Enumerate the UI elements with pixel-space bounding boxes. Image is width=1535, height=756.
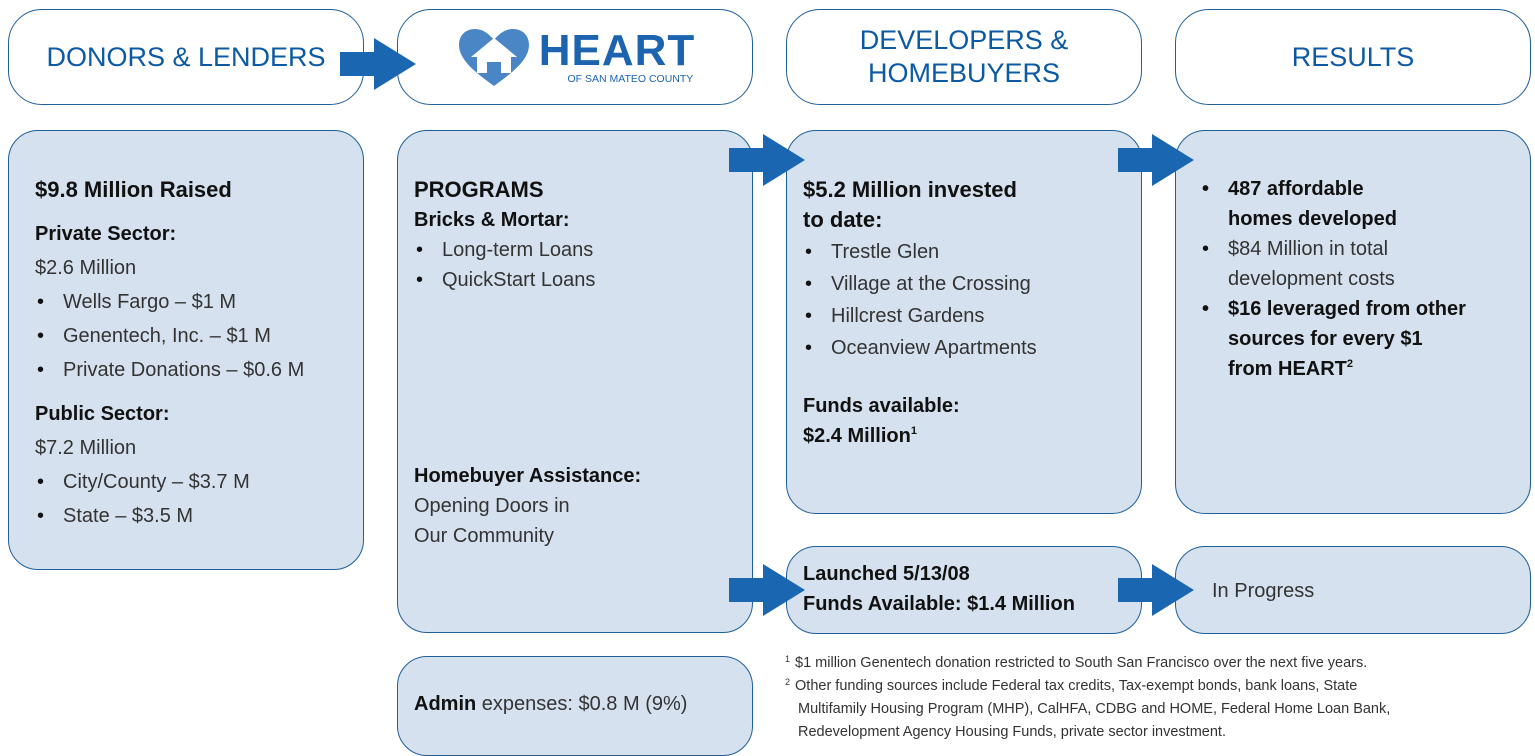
arrow-right-icon — [340, 38, 416, 90]
result-leverage-line2: sources for every $1 — [1228, 328, 1423, 350]
in-progress-box: In Progress — [1175, 546, 1531, 634]
in-progress-text: In Progress — [1212, 580, 1315, 602]
footnote-2-line3: Redevelopment Agency Housing Funds, priv… — [798, 724, 1226, 740]
list-item: Hillcrest Gardens — [803, 301, 1141, 331]
admin-box: Admin expenses: $0.8 M (9%) — [397, 656, 753, 756]
result-costs-line2: development costs — [1228, 268, 1395, 290]
logo-subtitle: OF SAN MATEO COUNTY — [567, 73, 694, 85]
list-item: Long-term Loans — [414, 235, 752, 265]
heart-logo-header: HEART OF SAN MATEO COUNTY — [397, 9, 753, 105]
results-title: RESULTS — [1291, 41, 1415, 72]
footnote-1-mark: 1 — [785, 654, 791, 664]
launched-date: Launched 5/13/08 — [803, 563, 970, 585]
result-homes-line1: 487 affordable — [1228, 178, 1364, 200]
donors-box: $9.8 Million Raised Private Sector: $2.6… — [8, 130, 364, 570]
developers-title-line2: HOMEBUYERS — [867, 58, 1061, 88]
arrow-right-icon — [1118, 134, 1194, 186]
list-item: Private Donations – $0.6 M — [35, 355, 363, 385]
list-item: Wells Fargo – $1 M — [35, 287, 363, 317]
footnote-ref-1: 1 — [910, 425, 917, 437]
list-item: Village at the Crossing — [803, 269, 1141, 299]
result-costs-line1: $84 Million in total — [1228, 238, 1389, 260]
result-homes-line2: homes developed — [1228, 208, 1397, 230]
heart-house-icon — [458, 29, 529, 86]
results-box: 487 affordable homes developed $84 Milli… — [1175, 130, 1531, 514]
list-item: QuickStart Loans — [414, 265, 752, 295]
projects-list: Trestle Glen Village at the Crossing Hil… — [803, 237, 1141, 363]
launched-box: Launched 5/13/08 Funds Available: $1.4 M… — [786, 546, 1142, 634]
homebuyer-program-line1: Opening Doors in — [414, 495, 570, 517]
invested-title-line2: to date: — [803, 207, 883, 232]
footnote-2-line1: Other funding sources include Federal ta… — [795, 678, 1358, 694]
private-sector-list: Wells Fargo – $1 M Genentech, Inc. – $1 … — [35, 287, 363, 385]
programs-box: PROGRAMS Bricks & Mortar: Long-term Loan… — [397, 130, 753, 633]
footnote-1-text: $1 million Genentech donation restricted… — [795, 655, 1368, 671]
result-leverage-line3: from HEART2 — [1228, 354, 1530, 384]
private-sector-heading: Private Sector: — [35, 223, 177, 245]
list-item: City/County – $3.7 M — [35, 467, 363, 497]
list-item: Genentech, Inc. – $1 M — [35, 321, 363, 351]
homebuyer-program-line2: Our Community — [414, 525, 555, 547]
programs-title: PROGRAMS — [414, 177, 544, 202]
footnote-2-line2: Multifamily Housing Program (MHP), CalHF… — [798, 701, 1391, 717]
donors-total: $9.8 Million Raised — [35, 177, 232, 202]
result-leverage: $16 leveraged from other sources for eve… — [1200, 294, 1530, 384]
donors-lenders-header: DONORS & LENDERS — [8, 9, 364, 105]
footnote-2: 2 Other funding sources include Federal t… — [785, 675, 1535, 744]
result-leverage-line1: $16 leveraged from other — [1228, 298, 1466, 320]
public-sector-heading: Public Sector: — [35, 403, 170, 425]
launched-funds: Funds Available: $1.4 Million — [803, 593, 1075, 615]
footnote-1: 1 $1 million Genentech donation restricte… — [785, 652, 1535, 675]
heart-logo: HEART OF SAN MATEO COUNTY — [455, 26, 696, 88]
list-item: Trestle Glen — [803, 237, 1141, 267]
donors-lenders-title: DONORS & LENDERS — [46, 41, 326, 72]
invested-box: $5.2 Million invested to date: Trestle G… — [786, 130, 1142, 514]
result-costs: $84 Million in total development costs — [1200, 234, 1530, 294]
footnote-ref-2: 2 — [1346, 358, 1354, 370]
arrow-right-icon — [729, 134, 805, 186]
footnote-2-mark: 2 — [785, 677, 791, 687]
public-sector-total: $7.2 Million — [35, 437, 137, 459]
funds-available-value: $2.4 Million1 — [803, 421, 1141, 451]
result-leverage-text: from HEART — [1228, 358, 1347, 380]
bricks-mortar-list: Long-term Loans QuickStart Loans — [414, 235, 752, 295]
results-header: RESULTS — [1175, 9, 1531, 105]
logo-wordmark: HEART — [538, 26, 696, 75]
admin-expenses-text: expenses: $0.8 M (9%) — [476, 693, 688, 715]
public-sector-list: City/County – $3.7 M State – $3.5 M — [35, 467, 363, 531]
invested-title-line1: $5.2 Million invested — [803, 177, 1017, 202]
developers-title-line1: DEVELOPERS & — [859, 25, 1069, 55]
private-sector-total: $2.6 Million — [35, 257, 137, 279]
arrow-right-icon — [729, 564, 805, 616]
result-homes: 487 affordable homes developed — [1200, 174, 1530, 234]
list-item: Oceanview Apartments — [803, 333, 1141, 363]
arrow-right-icon — [1118, 564, 1194, 616]
list-item: State – $3.5 M — [35, 501, 363, 531]
funds-available-label: Funds available: — [803, 395, 960, 417]
bricks-mortar-heading: Bricks & Mortar: — [414, 209, 570, 231]
results-list: 487 affordable homes developed $84 Milli… — [1200, 174, 1530, 384]
admin-label: Admin — [414, 693, 477, 715]
funds-available-amount: $2.4 Million — [803, 425, 911, 447]
homebuyer-assistance-heading: Homebuyer Assistance: — [414, 465, 642, 487]
developers-homebuyers-header: DEVELOPERS & HOMEBUYERS — [786, 9, 1142, 105]
